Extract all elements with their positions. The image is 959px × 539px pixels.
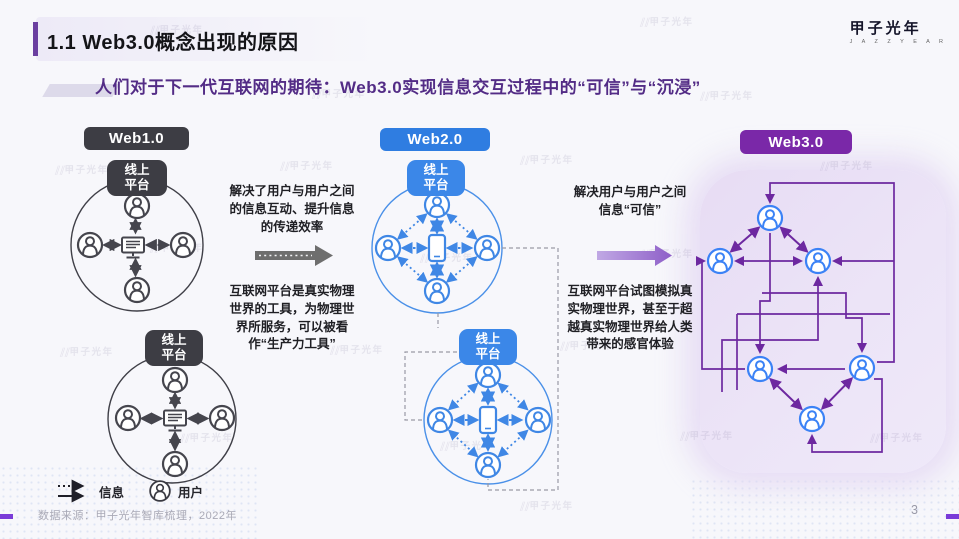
transition2-top-text: 解决用户与用户之间信息“可信” <box>573 185 687 217</box>
user-icon <box>208 404 236 432</box>
transition2-bottom-text: 互联网平台试图模拟真实物理世界，甚至于超越真实物理世界给人类带来的感官体验 <box>567 284 693 352</box>
logo-bars-icon <box>813 14 842 48</box>
transition1-top-text: 解决了用户与用户之间的信息互动、提升信息的传递效率 <box>229 184 355 234</box>
platform-label-web2-bottom: 线上平台 <box>459 329 517 365</box>
watermark: 甲子光年 <box>680 428 734 442</box>
watermark: 甲子光年 <box>150 240 204 254</box>
user-icon <box>426 406 454 434</box>
watermark: 甲子光年 <box>870 430 924 444</box>
dots-texture-right <box>690 478 959 539</box>
company-logo: 甲子光年 J A Z Z Y E A R <box>813 12 947 52</box>
user-icon <box>123 276 151 304</box>
desktop-computer-icon <box>163 409 187 432</box>
platform-label-text: 线上平台 <box>124 162 150 193</box>
watermark: 甲子光年 <box>700 88 754 102</box>
platform-label-web1-bottom: 线上平台 <box>145 330 203 366</box>
platform-label-web1-top: 线上平台 <box>107 160 167 196</box>
watermark: 甲子光年 <box>560 338 614 352</box>
footer-accent-left <box>0 514 13 519</box>
desktop-computer-icon <box>121 236 145 259</box>
badge-web3: Web3.0 <box>740 130 852 154</box>
title-highlight <box>36 17 376 61</box>
legend-user-label: 用户 <box>178 486 204 500</box>
platform-label-text: 线上平台 <box>161 332 187 363</box>
legend-info-label: 信息 <box>99 486 125 500</box>
user-icon <box>161 366 189 394</box>
user-icon <box>474 361 502 389</box>
transition1-arrow <box>255 245 333 266</box>
watermark: 甲子光年 <box>420 250 474 264</box>
user-icon <box>423 191 451 219</box>
platform-label-text: 线上平台 <box>475 331 501 362</box>
watermark: 甲子光年 <box>60 344 114 358</box>
watermark: 甲子光年 <box>820 158 874 172</box>
page-number: 3 <box>911 503 918 517</box>
badge-web1: Web1.0 <box>84 127 189 150</box>
watermark: 甲子光年 <box>312 86 366 100</box>
title-accent-bar <box>33 22 38 56</box>
user-icon <box>114 404 142 432</box>
watermark: 甲子光年 <box>640 14 694 28</box>
data-source-note: 数据来源：甲子光年智库梳理，2022年 <box>38 510 237 522</box>
watermark: 甲子光年 <box>280 158 334 172</box>
logo-name: 甲子光年 <box>849 19 922 37</box>
logo-subtext: J A Z Z Y E A R <box>849 38 947 45</box>
user-icon <box>374 234 402 262</box>
badge-web2: Web2.0 <box>380 128 490 151</box>
footer-accent-right <box>946 514 959 519</box>
watermark: 甲子光年 <box>150 22 204 36</box>
watermark: 甲子光年 <box>330 342 384 356</box>
web3-background-blob <box>700 170 946 473</box>
transition1-bottom-text: 互联网平台是真实物理世界的工具，为物理世界所服务，可以被看作“生产力工具” <box>229 284 355 352</box>
watermark: 甲子光年 <box>640 246 694 260</box>
platform-label-web2-top: 线上平台 <box>407 160 465 196</box>
user-icon <box>123 192 151 220</box>
smartphone-icon <box>478 405 498 435</box>
user-icon <box>76 231 104 259</box>
platform-connectors <box>404 247 559 491</box>
dots-texture-left <box>0 465 260 539</box>
page-title: 1.1 Web3.0概念出现的原因 <box>47 32 299 54</box>
watermark: 甲子光年 <box>55 162 109 176</box>
user-icon <box>524 406 552 434</box>
user-icon <box>423 277 451 305</box>
watermark: 甲子光年 <box>440 438 494 452</box>
watermark: 甲子光年 <box>180 430 234 444</box>
user-icon <box>473 234 501 262</box>
slide-subtitle: 人们对于下一代互联网的期待：Web3.0实现信息交互过程中的“可信”与“沉浸” <box>95 78 701 97</box>
platform-label-text: 线上平台 <box>423 162 449 193</box>
user-icon <box>474 451 502 479</box>
watermark: 甲子光年 <box>520 498 574 512</box>
watermark: 甲子光年 <box>520 152 574 166</box>
